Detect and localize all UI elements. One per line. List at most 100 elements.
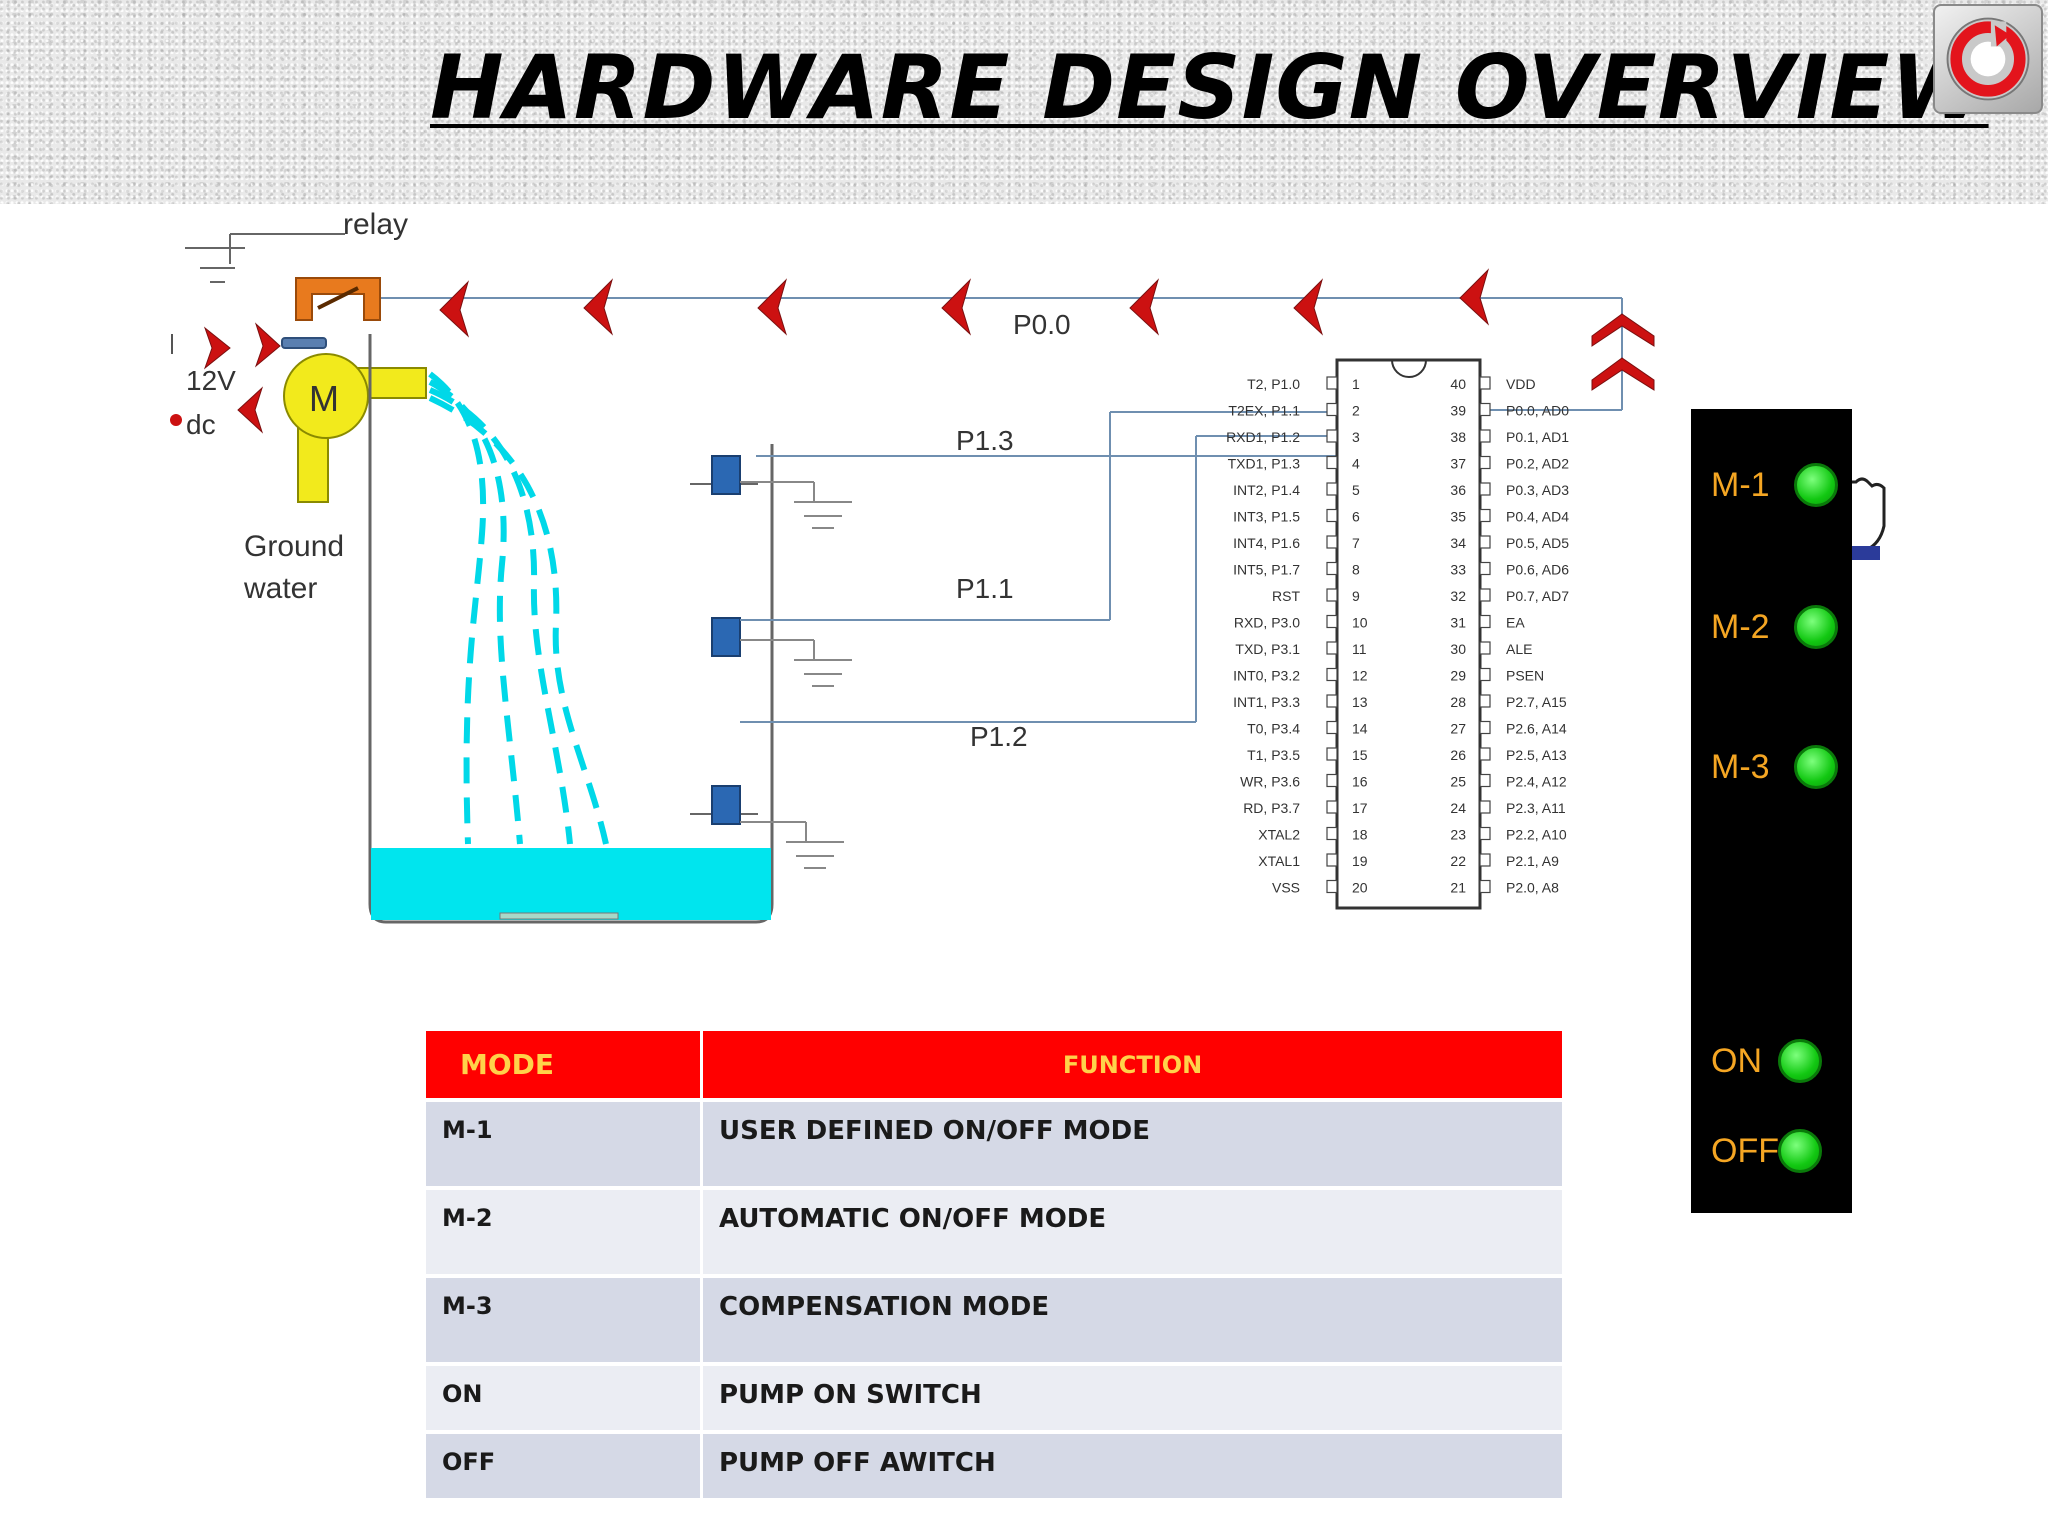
function-cell: COMPENSATION MODE bbox=[701, 1274, 1565, 1364]
mode-cell: OFF bbox=[426, 1430, 703, 1498]
chip-pin-right-label: VDD bbox=[1506, 376, 1536, 392]
chip-pin-right-label: P2.0, A8 bbox=[1506, 880, 1559, 896]
switch-on[interactable]: ON bbox=[1691, 1031, 1852, 1091]
chip-pin-right-label: P0.5, AD5 bbox=[1506, 535, 1569, 551]
chip-pin-left-number: 9 bbox=[1352, 588, 1360, 604]
arrow-left-icon bbox=[237, 386, 264, 434]
switch-off-led-icon[interactable] bbox=[1778, 1129, 1822, 1173]
chip-pin-left bbox=[1326, 508, 1338, 523]
circuit-svg: relay P0.0 1 bbox=[170, 208, 1886, 924]
chip-pin-right-label: PSEN bbox=[1506, 668, 1544, 684]
chip-pin-right bbox=[1479, 853, 1491, 867]
chip-pin-right bbox=[1479, 455, 1491, 470]
chip-pin-right-label: P2.1, A9 bbox=[1506, 853, 1559, 869]
chip-pin-left-label: INT1, P3.3 bbox=[1233, 694, 1300, 710]
chip-pin-right-label: P2.7, A15 bbox=[1506, 694, 1567, 710]
chip-pin-left bbox=[1326, 588, 1338, 602]
power-icon bbox=[1946, 17, 2030, 101]
chip-pin-left-label: RD, P3.7 bbox=[1243, 800, 1300, 816]
p12-label: P1.2 bbox=[970, 721, 1028, 752]
function-cell: PUMP OFF AWITCH bbox=[701, 1430, 1565, 1498]
chip-pin-right-label: P0.2, AD2 bbox=[1506, 456, 1569, 472]
chip-pin-right-label: P0.6, AD6 bbox=[1506, 562, 1569, 578]
table-row: M-2 AUTOMATIC ON/OFF MODE bbox=[426, 1186, 1565, 1276]
ground-symbol-relay bbox=[185, 233, 345, 283]
switch-m2-led-icon[interactable] bbox=[1794, 605, 1838, 649]
dc-label: dc bbox=[186, 409, 216, 440]
chip-pin-right bbox=[1479, 667, 1491, 682]
mode-function-table: MODE FUNCTION M-1 USER DEFINED ON/OFF MO… bbox=[426, 1031, 1565, 1498]
chip-pin-left-number: 7 bbox=[1352, 535, 1360, 551]
p1-signal-lines bbox=[740, 411, 1336, 723]
pump-motor-icon bbox=[283, 353, 427, 503]
chip-pin-right bbox=[1479, 482, 1491, 496]
level-sensor-bottom-icon bbox=[711, 785, 741, 825]
chip-pin-right bbox=[1479, 773, 1491, 788]
sensor-grounds bbox=[740, 481, 852, 869]
p13-label: P1.3 bbox=[956, 425, 1014, 456]
chip-pin-left bbox=[1326, 561, 1338, 576]
table-header-row: MODE FUNCTION bbox=[426, 1031, 1565, 1100]
chip-pin-right bbox=[1479, 826, 1491, 841]
chip-pin-left bbox=[1326, 429, 1338, 443]
chip-pin-right-number: 36 bbox=[1450, 482, 1466, 498]
chip-pin-left-label: T0, P3.4 bbox=[1247, 721, 1300, 737]
motor-label: M bbox=[309, 378, 339, 419]
relay-label: relay bbox=[343, 208, 408, 241]
level-sensor-middle-icon bbox=[711, 617, 741, 657]
chip-pin-right-label: P0.0, AD0 bbox=[1506, 403, 1569, 419]
chip-pin-left-number: 6 bbox=[1352, 509, 1360, 525]
power-button[interactable] bbox=[1933, 4, 2043, 114]
switch-m3-led-icon[interactable] bbox=[1794, 745, 1838, 789]
chip-pin-left-number: 19 bbox=[1352, 853, 1368, 869]
chip-pin-left bbox=[1326, 535, 1338, 549]
chip-pin-right-number: 22 bbox=[1450, 853, 1466, 869]
function-column-header: FUNCTION bbox=[701, 1031, 1565, 1100]
chip-pin-right-number: 26 bbox=[1450, 747, 1466, 763]
chip-pin-right bbox=[1479, 588, 1491, 602]
chip-pin-right-number: 38 bbox=[1450, 429, 1466, 445]
circuit-diagram: relay P0.0 1 bbox=[0, 204, 2048, 1536]
arrow-right-icon bbox=[254, 322, 281, 368]
chip-pin-left-number: 14 bbox=[1352, 721, 1368, 737]
ground-water-label-line1: Ground bbox=[244, 530, 344, 563]
chip-pin-right-number: 24 bbox=[1450, 800, 1466, 816]
ground-water-label-line2: water bbox=[243, 572, 317, 605]
switch-m1[interactable]: M-1 bbox=[1691, 455, 1852, 515]
switch-m2[interactable]: M-2 bbox=[1691, 597, 1852, 657]
function-cell: USER DEFINED ON/OFF MODE bbox=[701, 1098, 1565, 1188]
chip-pin-right-number: 39 bbox=[1450, 403, 1466, 419]
switch-on-led-icon[interactable] bbox=[1778, 1039, 1822, 1083]
signal-arrows bbox=[203, 268, 1655, 434]
chip-pin-right bbox=[1479, 402, 1491, 417]
switch-off[interactable]: OFF bbox=[1691, 1121, 1852, 1181]
chip-pin-right-label: P0.7, AD7 bbox=[1506, 588, 1569, 604]
chip-pin-left-number: 10 bbox=[1352, 615, 1368, 631]
level-sensor-top-icon bbox=[711, 455, 741, 495]
chip-pin-right-label: P2.4, A12 bbox=[1506, 774, 1567, 790]
chip-pin-right bbox=[1479, 720, 1491, 735]
chip-pin-left bbox=[1326, 800, 1338, 814]
chip-pin-right-number: 27 bbox=[1450, 721, 1466, 737]
chip-pin-left bbox=[1326, 376, 1338, 390]
chip-pin-left bbox=[1326, 455, 1338, 470]
arrow-right-icon bbox=[203, 326, 231, 370]
chip-pin-left-number: 5 bbox=[1352, 482, 1360, 498]
chip-pin-right-label: P2.5, A13 bbox=[1506, 747, 1567, 763]
chip-pin-right bbox=[1479, 429, 1491, 443]
chip-pin-left bbox=[1326, 402, 1338, 417]
chip-pin-right bbox=[1479, 508, 1491, 523]
chip-pin-left-label: RST bbox=[1272, 588, 1300, 604]
arrow-up-icon bbox=[1591, 313, 1655, 347]
switch-on-label: ON bbox=[1711, 1042, 1762, 1080]
mode-cell: M-1 bbox=[426, 1098, 703, 1188]
chip-pin-left-label: XTAL2 bbox=[1258, 827, 1300, 843]
arrow-left-icon bbox=[1459, 268, 1490, 326]
chip-pin-right-number: 37 bbox=[1450, 456, 1466, 472]
chip-pin-right-label: P2.3, A11 bbox=[1506, 800, 1566, 816]
chip-pin-left-number: 20 bbox=[1352, 880, 1368, 896]
switch-m3[interactable]: M-3 bbox=[1691, 737, 1852, 797]
switch-m1-led-icon[interactable] bbox=[1794, 463, 1838, 507]
